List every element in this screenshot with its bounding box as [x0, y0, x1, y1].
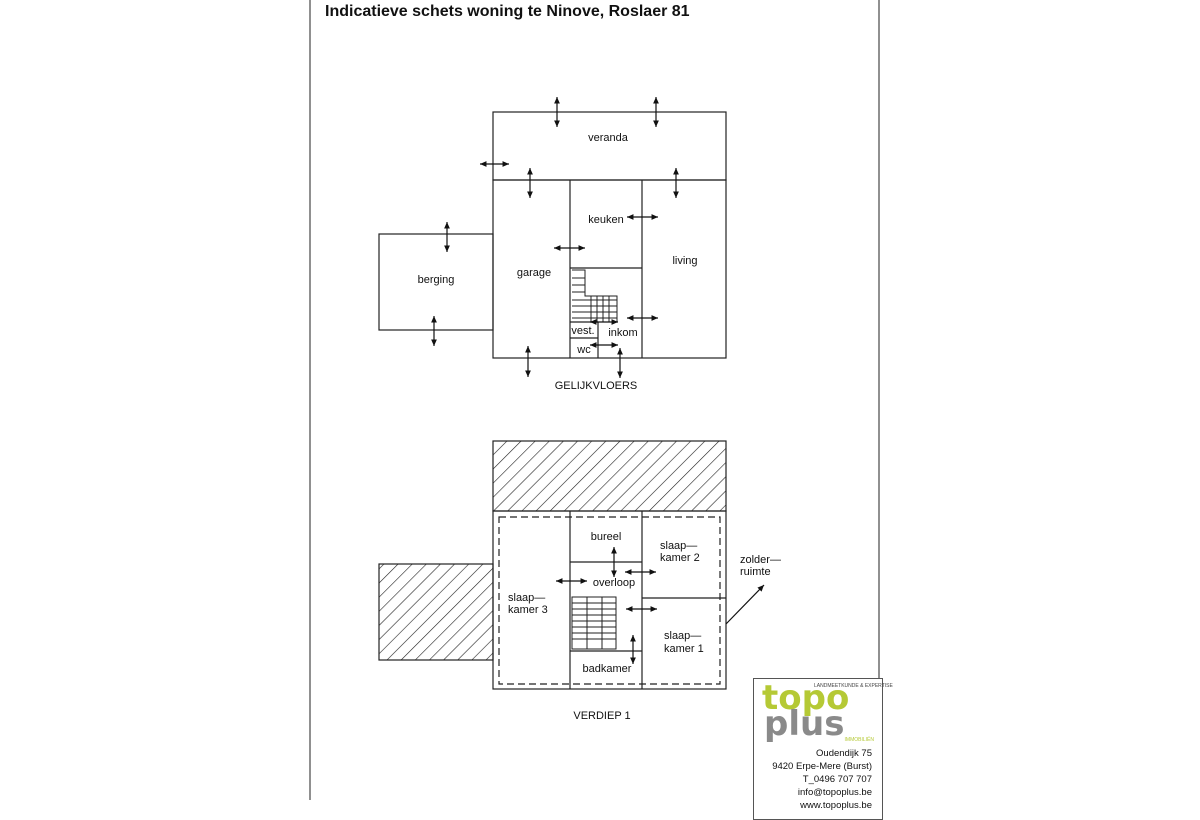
first-floor-door-arrows: [556, 547, 657, 664]
room-label-badkamer: badkamer: [583, 663, 632, 675]
page-title: Indicatieve schets woning te Ninove, Ros…: [325, 3, 690, 20]
room-label-veranda: veranda: [588, 132, 629, 144]
label-zolder-line2: ruimte: [740, 566, 771, 578]
room-label-living: living: [672, 255, 697, 267]
room-label-garage: garage: [517, 267, 551, 279]
room-label-slaapkamer3-line1: slaap—: [508, 592, 545, 604]
room-label-slaapkamer3-line2: kamer 3: [508, 604, 548, 616]
room-label-inkom: inkom: [608, 327, 637, 339]
first-floor-plan: [378, 440, 727, 690]
logo-word-topo: topo: [762, 678, 850, 718]
ground-floor-plan: [378, 111, 727, 359]
logo-subtitle: IMMOBILIËN: [844, 737, 874, 743]
room-label-keuken: keuken: [588, 214, 623, 226]
zolder-pointer-arrow: [725, 584, 765, 625]
room-label-berging: berging: [418, 274, 455, 286]
contact-city: 9420 Erpe-Mere (Burst): [772, 761, 872, 772]
room-label-bureel: bureel: [591, 531, 622, 543]
label-zolder-line1: zolder—: [740, 554, 781, 566]
contact-web[interactable]: www.topoplus.be: [800, 800, 872, 811]
attic-dashed-line: [498, 516, 721, 685]
ground-stairs: [572, 269, 618, 322]
floor-plan-drawing: veranda keuken garage berging living ves…: [309, 0, 880, 800]
room-label-vest: vest.: [571, 325, 594, 337]
berging-roof-hatched: [378, 563, 494, 661]
logo-tagline: LANDMEETKUNDE & EXPERTISE: [814, 683, 893, 689]
room-label-overloop: overloop: [593, 577, 635, 589]
veranda-room: [492, 111, 727, 181]
first-floor-outline: [492, 510, 727, 690]
room-label-wc: wc: [576, 344, 591, 356]
contact-street: Oudendijk 75: [816, 748, 872, 759]
room-label-slaapkamer2-line2: kamer 2: [660, 552, 700, 564]
company-logo-block: LANDMEETKUNDE & EXPERTISE topo plus IMMO…: [753, 678, 893, 820]
room-label-slaapkamer1-line1: slaap—: [664, 630, 701, 642]
sketch-sheet: Indicatieve schets woning te Ninove, Ros…: [309, 0, 893, 820]
room-label-slaapkamer1-line2: kamer 1: [664, 643, 704, 655]
contact-email[interactable]: info@topoplus.be: [797, 787, 872, 798]
contact-phone: T_0496 707 707: [802, 774, 872, 785]
room-label-slaapkamer2-line1: slaap—: [660, 540, 697, 552]
logo-word-plus: plus: [764, 704, 845, 744]
ground-floor-caption: GELIJKVLOERS: [555, 380, 638, 392]
veranda-roof-hatched: [492, 440, 727, 512]
first-floor-caption: VERDIEP 1: [573, 710, 630, 722]
first-floor-stairs: [571, 596, 617, 650]
ground-door-arrows: [431, 97, 679, 378]
